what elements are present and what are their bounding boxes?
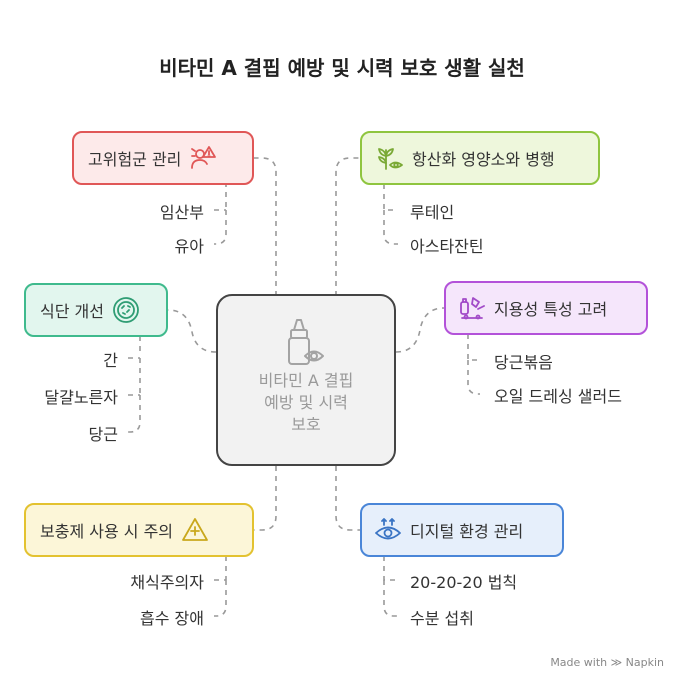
connector-antioxidant bbox=[335, 157, 360, 296]
center-line-2: 예방 및 시력 bbox=[264, 393, 348, 412]
connector-imsanbu bbox=[214, 182, 227, 211]
fat-soluble-item-carrot-fry: 당근볶음 bbox=[494, 353, 553, 372]
warning-person-icon bbox=[189, 144, 217, 172]
connector-supplement bbox=[254, 466, 277, 531]
node-diet[interactable]: 식단 개선 bbox=[24, 283, 168, 337]
digital-item-water: 수분 섭취 bbox=[410, 609, 474, 628]
connector-liver bbox=[128, 336, 141, 359]
food-bowl-icon bbox=[112, 296, 140, 324]
connector-water bbox=[383, 580, 398, 617]
oil-bottle-icon bbox=[458, 294, 486, 322]
connector-astaxanthin bbox=[383, 210, 398, 245]
diet-item-carrot: 당근 bbox=[88, 425, 118, 444]
center-line-3: 보호 bbox=[291, 415, 321, 434]
node-diet-label: 식단 개선 bbox=[40, 302, 104, 321]
connector-absorption bbox=[214, 580, 227, 617]
connector-yua bbox=[214, 210, 227, 245]
connector-high-risk bbox=[254, 157, 277, 296]
connector-2020 bbox=[383, 556, 398, 581]
supplement-item-vegetarian: 채식주의자 bbox=[130, 573, 204, 592]
node-digital[interactable]: 디지털 환경 관리 bbox=[360, 503, 564, 557]
connector-egg bbox=[128, 358, 141, 396]
node-supplement[interactable]: 보충제 사용 시 주의 bbox=[24, 503, 254, 557]
connector-diet bbox=[167, 309, 217, 353]
connector-carrot bbox=[128, 395, 141, 433]
eye-screen-icon bbox=[374, 516, 402, 544]
connector-fat-soluble bbox=[395, 307, 445, 353]
node-high-risk[interactable]: 고위험군 관리 bbox=[72, 131, 254, 185]
connector-digital bbox=[335, 466, 360, 531]
eye-drop-icon bbox=[288, 319, 324, 365]
napkin-watermark: Made with ≫ Napkin bbox=[550, 656, 664, 669]
connector-lutein bbox=[383, 184, 398, 211]
node-antioxidant-label: 항산화 영양소와 병행 bbox=[412, 150, 555, 169]
center-node: 비타민 A 결핍 예방 및 시력 보호 bbox=[216, 294, 396, 466]
node-supplement-label: 보충제 사용 시 주의 bbox=[40, 522, 174, 541]
page-title: 비타민 A 결핍 예방 및 시력 보호 생활 실천 bbox=[159, 56, 525, 80]
supplement-item-absorption: 흡수 장애 bbox=[140, 609, 204, 628]
antioxidant-item-lutein: 루테인 bbox=[410, 203, 455, 222]
leaf-eye-icon bbox=[376, 144, 404, 172]
antioxidant-item-astaxanthin: 아스타잔틴 bbox=[410, 237, 484, 256]
connector-vegetarian bbox=[214, 556, 227, 581]
center-line-1: 비타민 A 결핍 bbox=[258, 371, 354, 390]
high-risk-item-pregnant: 임산부 bbox=[159, 203, 204, 222]
node-digital-label: 디지털 환경 관리 bbox=[410, 522, 524, 541]
high-risk-item-infant: 유아 bbox=[174, 237, 204, 256]
node-fat-soluble[interactable]: 지용성 특성 고려 bbox=[444, 281, 648, 335]
digital-item-20-20-20: 20-20-20 법칙 bbox=[410, 573, 518, 592]
node-antioxidant[interactable]: 항산화 영양소와 병행 bbox=[360, 131, 600, 185]
diet-item-liver: 간 bbox=[103, 351, 118, 370]
diet-item-egg-yolk: 달걀노른자 bbox=[44, 388, 118, 407]
caution-icon bbox=[181, 516, 209, 544]
fat-soluble-item-salad: 오일 드레싱 샐러드 bbox=[494, 387, 622, 406]
connector-carrot-fry bbox=[467, 334, 480, 361]
node-high-risk-label: 고위험군 관리 bbox=[88, 150, 182, 169]
connector-salad bbox=[467, 360, 480, 395]
node-fat-soluble-label: 지용성 특성 고려 bbox=[494, 300, 608, 319]
